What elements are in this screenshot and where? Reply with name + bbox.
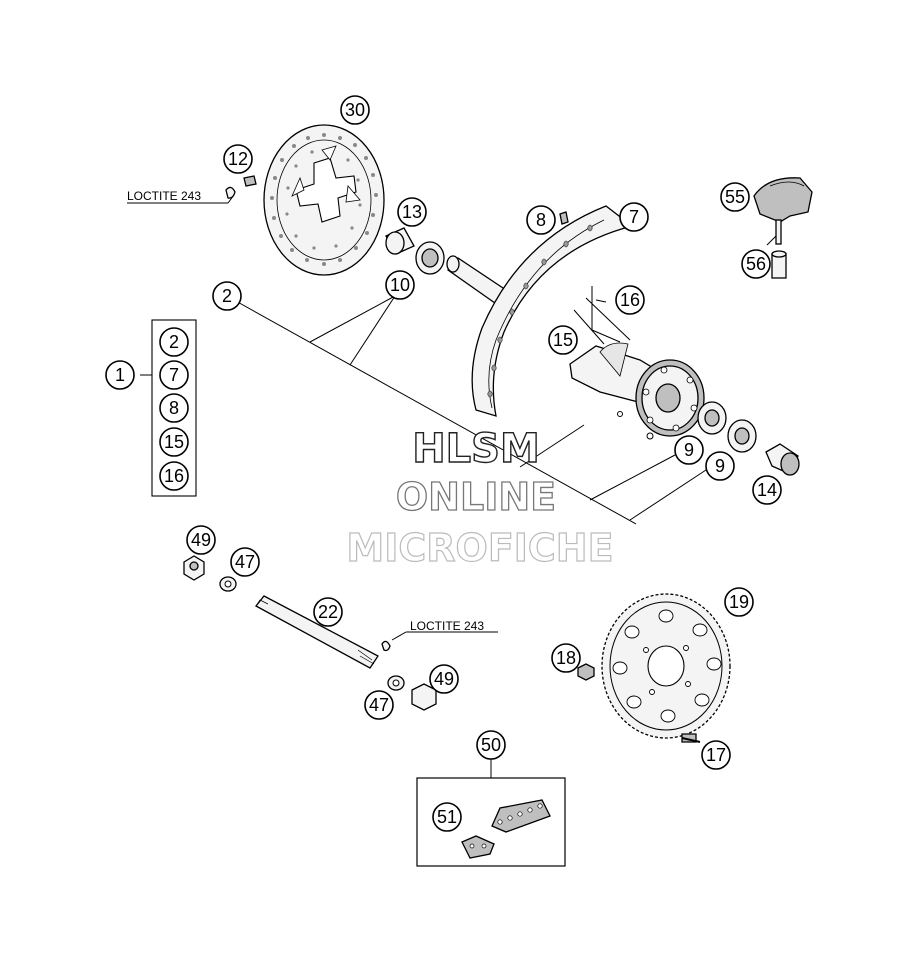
wheel-bearing-right-outer[interactable] [727, 419, 757, 453]
axle-nut-bottom[interactable] [411, 683, 437, 711]
disc-screw[interactable] [225, 175, 257, 199]
wheel-axle[interactable] [255, 595, 391, 669]
callout-19[interactable]: 19 [724, 587, 754, 617]
wheel-rim[interactable] [471, 205, 634, 417]
callout-56[interactable]: 56 [741, 249, 771, 279]
spacer-13[interactable] [385, 227, 415, 255]
callout-9-upper[interactable]: 9 [674, 435, 704, 465]
spacer-14[interactable] [765, 443, 800, 476]
callout-14[interactable]: 14 [752, 475, 782, 505]
callout-18[interactable]: 18 [551, 643, 581, 673]
brake-disc[interactable] [263, 124, 385, 276]
wheel-bearing-right-inner[interactable] [697, 401, 727, 435]
callout-7[interactable]: 7 [619, 202, 649, 232]
callout-1[interactable]: 1 [105, 360, 135, 390]
callout-49-top[interactable]: 49 [186, 525, 216, 555]
wheel-bearing-left[interactable] [415, 241, 445, 275]
drive-chain[interactable] [491, 799, 551, 833]
axle-nut-top[interactable] [183, 555, 205, 581]
callout-47-top[interactable]: 47 [230, 547, 260, 577]
watermark-line-1: HLSM [412, 426, 540, 472]
watermark-line-2: ONLINE [396, 475, 556, 519]
sprocket-nut[interactable] [577, 663, 595, 681]
callout-30[interactable]: 30 [340, 95, 370, 125]
callout-2-kit[interactable]: 2 [159, 327, 189, 357]
loctite-label-top: LOCTITE 243 [127, 189, 201, 203]
callout-51[interactable]: 51 [432, 802, 462, 832]
callout-49-bottom[interactable]: 49 [429, 664, 459, 694]
callout-15[interactable]: 15 [548, 325, 578, 355]
rear-hub[interactable] [569, 342, 705, 440]
callout-50[interactable]: 50 [476, 730, 506, 760]
callout-9-lower[interactable]: 9 [705, 451, 735, 481]
spokes[interactable] [573, 286, 631, 345]
leader-lines [127, 194, 777, 778]
rear-sprocket[interactable] [601, 593, 731, 739]
chain-guide-part-55[interactable] [753, 177, 813, 245]
callout-8[interactable]: 8 [526, 205, 556, 235]
chain-master-link[interactable] [461, 835, 495, 859]
callout-17[interactable]: 17 [701, 740, 731, 770]
sprocket-screw[interactable] [681, 733, 701, 743]
callout-22[interactable]: 22 [313, 597, 343, 627]
callout-16-kit[interactable]: 16 [159, 461, 189, 491]
watermark-line-3: MICROFICHE [346, 526, 613, 570]
sleeve-part-56[interactable] [771, 250, 787, 279]
callout-8-kit[interactable]: 8 [159, 393, 189, 423]
spoke-nipple[interactable] [559, 211, 569, 225]
callout-10[interactable]: 10 [385, 270, 415, 300]
callout-55[interactable]: 55 [720, 182, 750, 212]
loctite-label-axle: LOCTITE 243 [410, 619, 484, 633]
callout-47-bottom[interactable]: 47 [364, 690, 394, 720]
callout-2[interactable]: 2 [212, 281, 242, 311]
washer-bottom[interactable] [387, 675, 405, 691]
callout-15-kit[interactable]: 15 [159, 427, 189, 457]
callout-7-kit[interactable]: 7 [159, 360, 189, 390]
callout-12[interactable]: 12 [223, 144, 253, 174]
callout-13[interactable]: 13 [397, 197, 427, 227]
washer-top[interactable] [219, 576, 237, 592]
callout-16[interactable]: 16 [615, 285, 645, 315]
